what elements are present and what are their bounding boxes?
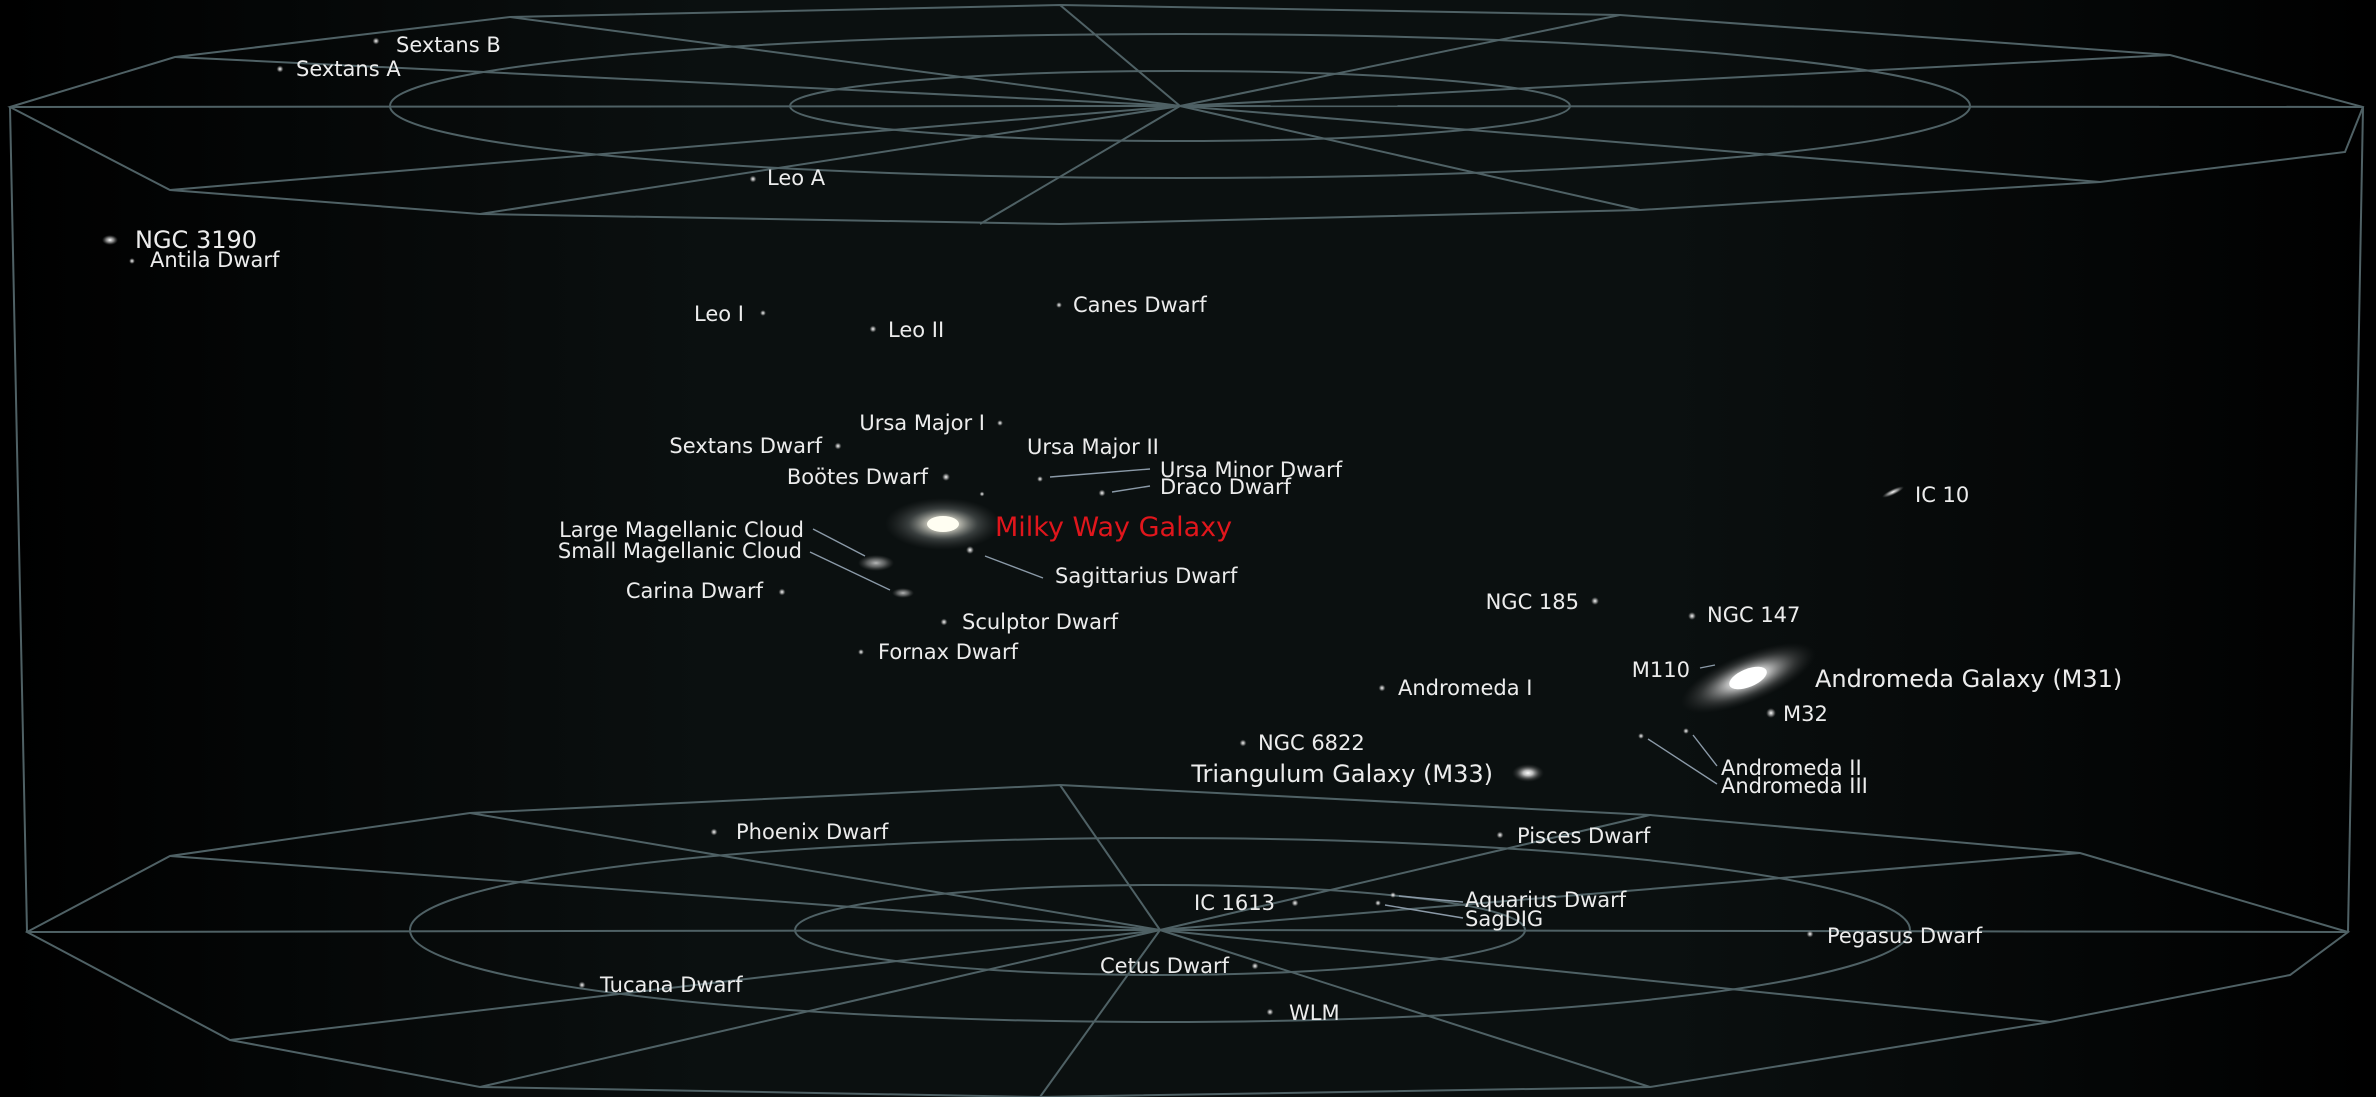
label-fornax-dwarf: Fornax Dwarf (878, 640, 1019, 664)
label-sculptor-dwarf: Sculptor Dwarf (962, 610, 1119, 634)
bottom-disc-grid (26, 784, 2349, 1097)
dot-sextans-dwarf (834, 442, 842, 450)
label-pisces-dwarf: Pisces Dwarf (1517, 824, 1651, 848)
label-tucana-dwarf: Tucana Dwarf (599, 973, 743, 997)
label-triangulum-galaxy: Triangulum Galaxy (M33) (1190, 760, 1493, 788)
leader-lines (809, 468, 1718, 919)
andromeda-galaxy (1680, 643, 1816, 713)
label-antila-dwarf: Antila Dwarf (150, 248, 280, 272)
label-sagittarius-dwarf: Sagittarius Dwarf (1055, 564, 1238, 588)
label-ursa-major-ii: Ursa Major II (1027, 435, 1159, 459)
ngc-3190-galaxy (102, 235, 118, 245)
dot-m32 (1766, 708, 1776, 718)
dot-leo-a (749, 175, 757, 183)
dot-cetus-dwarf (1251, 962, 1259, 970)
label-andromeda-i: Andromeda I (1398, 676, 1532, 700)
label-milky-way-galaxy: Milky Way Galaxy (995, 512, 1232, 543)
dot-leo-i (760, 310, 766, 316)
label-sextans-a: Sextans A (296, 57, 401, 81)
label-ic-1613: IC 1613 (1194, 891, 1275, 915)
cylinder-frame (7, 3, 2365, 1097)
dot-leo-ii (869, 325, 877, 333)
dot-phoenix-dwarf (710, 828, 718, 836)
dot-andromeda-iii (1638, 733, 1644, 739)
milky-way-galaxy (885, 498, 1001, 550)
dot-aquarius-dwarf (1390, 892, 1396, 898)
dot-sculptor-dwarf (940, 618, 948, 626)
label-ursa-minor-dwarf: Ursa Minor Dwarf (1160, 458, 1343, 482)
dot-ngc-185 (1591, 597, 1599, 605)
ic-10-galaxy (1882, 486, 1904, 498)
dot-fornax-dwarf (858, 649, 864, 655)
label-pegasus-dwarf: Pegasus Dwarf (1827, 924, 1983, 948)
galaxy-labels: Sextans B Sextans A Leo A NGC 3190 Antil… (135, 33, 2122, 1025)
label-ngc-3190: NGC 3190 (135, 226, 257, 254)
dot-bootes-dwarf (942, 473, 950, 481)
dot-wlm (1266, 1008, 1274, 1016)
label-leo-i: Leo I (694, 302, 744, 326)
label-large-magellanic-cloud: Large Magellanic Cloud (559, 518, 804, 542)
label-leo-a: Leo A (767, 166, 826, 190)
dot-ursa-major-i (997, 420, 1003, 426)
label-andromeda-iii: Andromeda III (1721, 774, 1868, 798)
dot-ic-1613 (1291, 899, 1299, 907)
dot-sextans-b (372, 37, 380, 45)
dot-draco-dwarf (1098, 489, 1106, 497)
dot-ursa-major-ii (1037, 476, 1043, 482)
label-ngc-6822: NGC 6822 (1258, 731, 1365, 755)
label-sextans-dwarf: Sextans Dwarf (669, 434, 822, 458)
dot-ursa-minor-dwarf (979, 491, 985, 497)
label-ngc-147: NGC 147 (1707, 603, 1800, 627)
label-ic-10: IC 10 (1915, 483, 1969, 507)
label-ursa-major-i: Ursa Major I (859, 411, 985, 435)
dot-andromeda-i (1378, 684, 1386, 692)
dot-pisces-dwarf (1496, 831, 1504, 839)
label-cetus-dwarf: Cetus Dwarf (1100, 954, 1230, 978)
dot-pegasus-dwarf (1806, 930, 1814, 938)
dot-sagdig (1375, 900, 1381, 906)
label-bootes-dwarf: Boötes Dwarf (787, 465, 929, 489)
top-disc-grid (9, 4, 2364, 225)
dot-andromeda-ii (1683, 728, 1689, 734)
magellanic-clouds (858, 555, 914, 598)
triangulum-galaxy (1512, 764, 1544, 782)
label-draco-dwarf: Draco Dwarf (1160, 475, 1292, 499)
label-m110: M110 (1632, 658, 1690, 682)
dot-sagittarius-dwarf (966, 546, 974, 554)
label-canes-dwarf: Canes Dwarf (1073, 293, 1207, 317)
label-andromeda-galaxy: Andromeda Galaxy (M31) (1815, 665, 2122, 693)
dot-sextans-a (276, 65, 284, 73)
label-wlm: WLM (1289, 1001, 1340, 1025)
dot-antila-dwarf (129, 258, 135, 264)
label-sextans-b: Sextans B (396, 33, 501, 57)
dot-ngc-147 (1688, 612, 1696, 620)
label-ngc-185: NGC 185 (1486, 590, 1579, 614)
label-small-magellanic-cloud: Small Magellanic Cloud (558, 539, 802, 563)
label-leo-ii: Leo II (888, 318, 944, 342)
galaxy-dots (129, 37, 1814, 1016)
label-sagdig: SagDIG (1465, 907, 1543, 931)
dot-ngc-6822 (1239, 739, 1247, 747)
dot-canes-dwarf (1056, 302, 1062, 308)
dot-tucana-dwarf (578, 981, 586, 989)
label-carina-dwarf: Carina Dwarf (626, 579, 764, 603)
label-m32: M32 (1783, 702, 1828, 726)
label-aquarius-dwarf: Aquarius Dwarf (1465, 888, 1627, 912)
label-phoenix-dwarf: Phoenix Dwarf (736, 820, 889, 844)
dot-carina-dwarf (778, 588, 786, 596)
label-andromeda-ii: Andromeda II (1721, 756, 1862, 780)
